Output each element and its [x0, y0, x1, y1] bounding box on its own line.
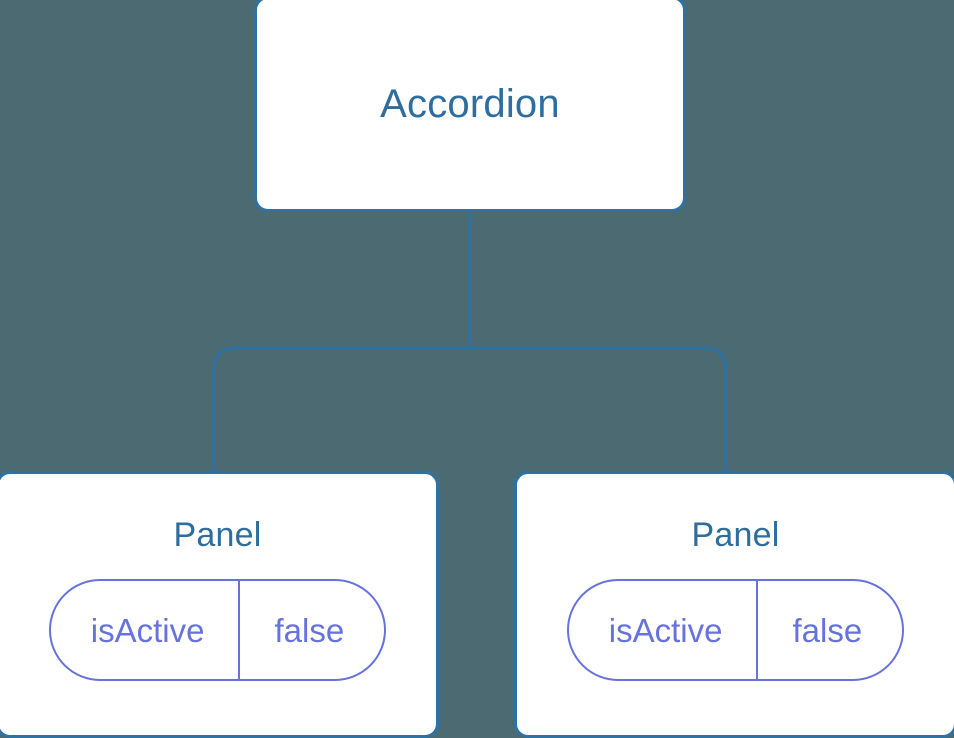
panel-node-label: Panel	[173, 516, 262, 554]
tree-node-panel-2[interactable]: Panel isActive false	[514, 471, 954, 738]
state-value-label: false	[792, 611, 863, 649]
state-key-label: isActive	[51, 581, 241, 679]
state-badge[interactable]: isActive false	[48, 579, 387, 681]
state-badge[interactable]: isActive false	[566, 579, 905, 681]
state-value-label: false	[274, 611, 345, 649]
tree-node-root[interactable]: Accordion	[254, 0, 686, 212]
panel-node-label: Panel	[691, 516, 780, 554]
state-key-label: isActive	[569, 581, 759, 679]
connector-branch-left	[212, 346, 470, 472]
connector-branch-right	[470, 346, 728, 472]
root-node-label: Accordion	[380, 82, 560, 126]
tree-node-panel-1[interactable]: Panel isActive false	[0, 471, 439, 738]
